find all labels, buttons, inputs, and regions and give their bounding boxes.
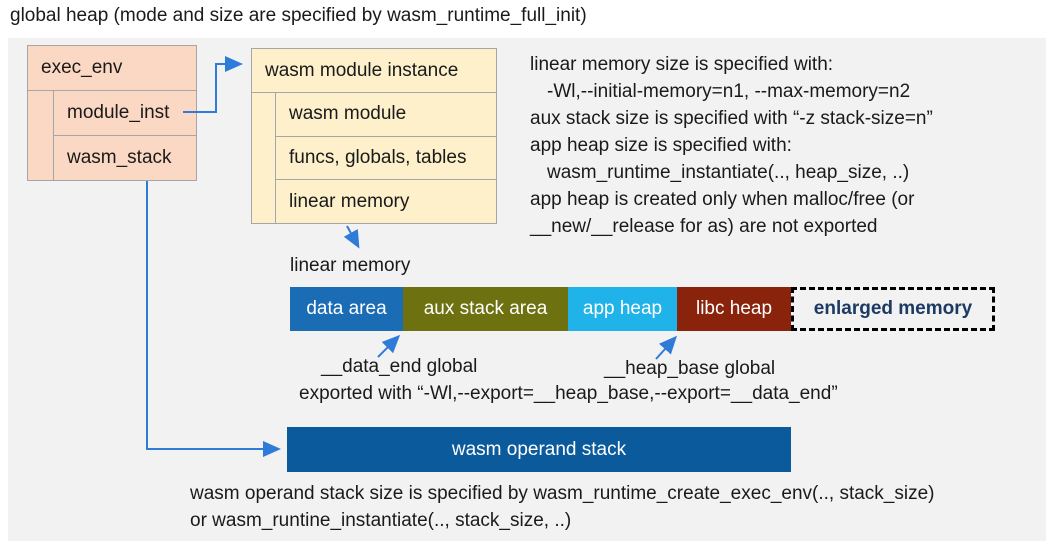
exec-env-header: exec_env (28, 46, 196, 91)
segment-aux-stack-area: aux stack area (403, 287, 568, 331)
segment-libc-heap: libc heap (677, 287, 791, 331)
note-line: __new/__release for as) are not exported (530, 216, 878, 237)
memory-size-notes: linear memory size is specified with: -W… (530, 51, 933, 240)
exported-with-label: exported with “-Wl,--export=__heap_base,… (299, 383, 838, 404)
module-instance-box: wasm module instance wasm module funcs, … (251, 48, 497, 224)
module-instance-header: wasm module instance (252, 49, 496, 93)
exec-env-row-module-inst: module_inst (54, 91, 196, 136)
operand-stack-notes: wasm operand stack size is specified by … (190, 480, 935, 534)
module-instance-row-linear-memory: linear memory (289, 190, 410, 212)
diagram-title: global heap (mode and size are specified… (10, 5, 587, 26)
module-instance-row-wasm-module: wasm module (276, 93, 496, 137)
data-end-global-label: __data_end global (321, 356, 478, 377)
note-line: aux stack size is specified with “-z sta… (530, 108, 933, 129)
note-line: app heap size is specified with: (530, 135, 792, 156)
segment-enlarged-memory: enlarged memory (791, 287, 995, 331)
exec-env-indent-strip (28, 91, 54, 180)
linear-memory-bar: data area aux stack area app heap libc h… (290, 287, 995, 331)
segment-data-area: data area (290, 287, 403, 331)
segment-app-heap: app heap (568, 287, 677, 331)
module-instance-indent-strip (252, 93, 276, 223)
note-line: wasm_runtime_instantiate(.., heap_size, … (547, 162, 910, 183)
heap-base-global-label: __heap_base global (604, 358, 776, 379)
wasm-operand-stack-bar: wasm operand stack (287, 427, 791, 472)
exec-env-box: exec_env module_inst wasm_stack (27, 45, 197, 181)
exec-env-row-wasm-stack: wasm_stack (67, 147, 172, 168)
note-line: app heap is created only when malloc/fre… (530, 189, 915, 210)
module-instance-row-funcs-globals-tables: funcs, globals, tables (276, 137, 496, 181)
linear-memory-label: linear memory (290, 255, 411, 276)
note-line: -Wl,--initial-memory=n1, --max-memory=n2 (547, 81, 911, 102)
note-line: linear memory size is specified with: (530, 54, 834, 75)
note-line: or wasm_runtine_instantiate(.., stack_si… (190, 510, 572, 531)
note-line: wasm operand stack size is specified by … (190, 483, 935, 504)
